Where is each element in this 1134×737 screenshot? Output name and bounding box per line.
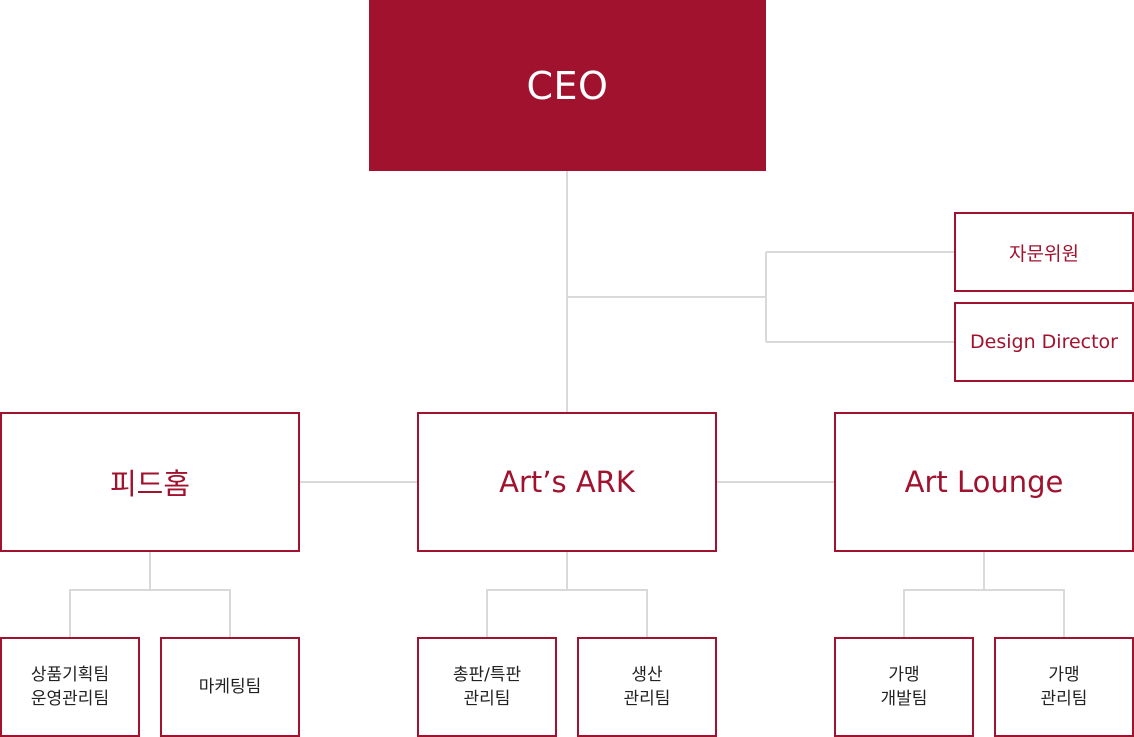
ceo-node: CEO — [369, 0, 766, 171]
team-node-product-planning-operations: 상품기획팀 운영관리팀 — [0, 637, 140, 737]
team-label: 마케팅팀 — [198, 677, 262, 697]
team-node-marketing: 마케팅팀 — [160, 637, 300, 737]
team-node-franchise-management: 가맹 관리팀 — [994, 637, 1134, 737]
team-label: 상품기획팀 운영관리팀 — [30, 665, 110, 709]
team-label: 가맹 관리팀 — [1040, 665, 1088, 709]
advisor-label: 자문위원 — [1009, 242, 1079, 265]
design-director-node: Design Director — [954, 302, 1134, 382]
team-node-franchise-development: 가맹 개발팀 — [834, 637, 974, 737]
artsark-team-bracket — [486, 589, 648, 637]
team-label: 총판/특판 관리팀 — [452, 665, 522, 709]
advisor-node: 자문위원 — [954, 212, 1134, 292]
division-label: Art’s ARK — [499, 465, 635, 499]
division-label: Art Lounge — [904, 465, 1064, 499]
division-node-artsark: Art’s ARK — [417, 412, 717, 552]
ceo-label: CEO — [526, 63, 609, 108]
team-label: 생산 관리팀 — [623, 665, 671, 709]
division-node-feedhome: 피드홈 — [0, 412, 300, 552]
division-node-artlounge: Art Lounge — [834, 412, 1134, 552]
artlounge-team-bracket — [903, 589, 1065, 637]
team-label: 가맹 개발팀 — [880, 665, 928, 709]
feedhome-team-bracket — [69, 589, 231, 637]
team-node-distribution-management: 총판/특판 관리팀 — [417, 637, 557, 737]
team-node-production-management: 생산 관리팀 — [577, 637, 717, 737]
division-label: 피드홈 — [109, 467, 191, 501]
design-director-label: Design Director — [970, 331, 1118, 353]
